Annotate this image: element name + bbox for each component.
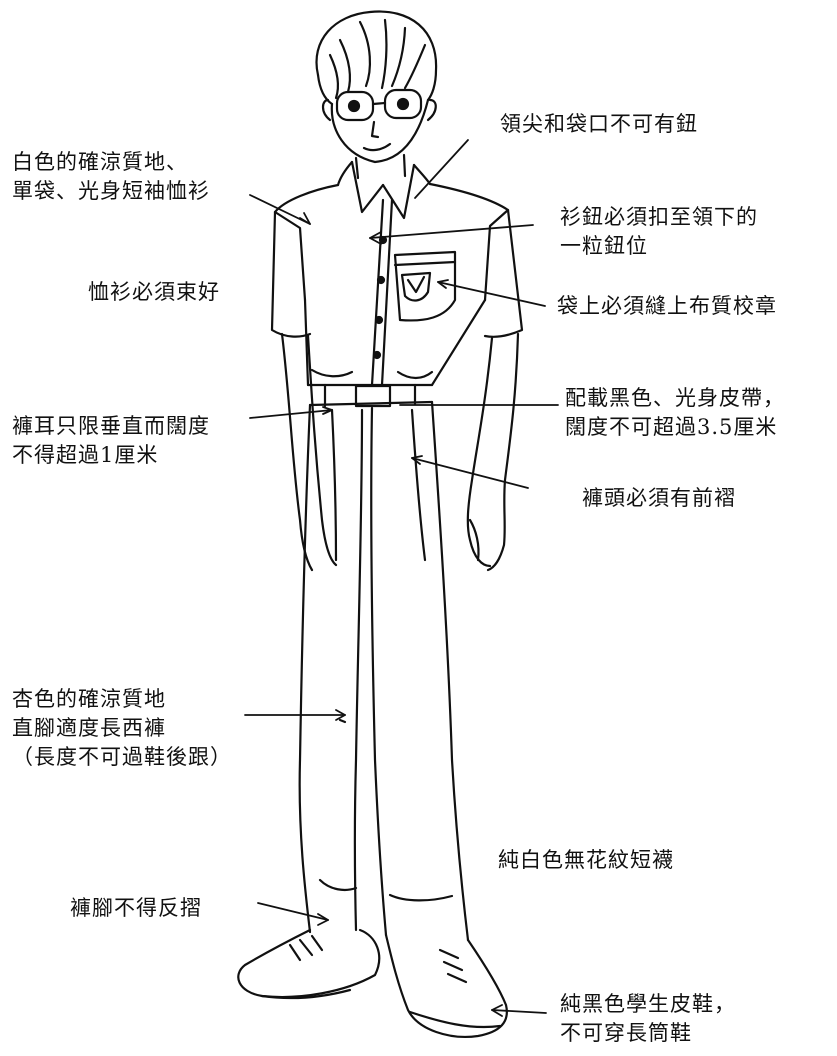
label-tuck-in-line: 恤衫必須束好 bbox=[88, 280, 220, 304]
label-pleats: 褲頭必須有前褶 bbox=[582, 484, 736, 513]
label-button-line-2: 一粒鈕位 bbox=[560, 234, 648, 258]
label-button-line-1: 衫鈕必須扣至領下的 bbox=[560, 205, 758, 229]
label-socks: 純白色無花紋短襪 bbox=[498, 846, 674, 875]
label-shirt-material: 白色的確涼質地、 單袋、光身短袖恤衫 bbox=[12, 148, 210, 206]
label-shirt-material-line-2: 單袋、光身短袖恤衫 bbox=[12, 179, 210, 203]
leader-lines bbox=[244, 139, 559, 1017]
label-belt-loop: 褲耳只限垂直而闊度 不得超過1厘米 bbox=[12, 412, 210, 470]
label-trousers: 杏色的確涼質地 直腳適度長西褲 （長度不可過鞋後跟） bbox=[12, 685, 232, 772]
label-pleats-line: 褲頭必須有前褶 bbox=[582, 486, 736, 510]
label-button: 衫鈕必須扣至領下的 一粒鈕位 bbox=[560, 203, 758, 261]
label-trousers-line-1: 杏色的確涼質地 bbox=[12, 687, 166, 711]
label-belt-line-1: 配載黑色、光身皮帶， bbox=[565, 386, 785, 410]
label-shirt-material-line-1: 白色的確涼質地、 bbox=[12, 150, 188, 174]
hair bbox=[315, 10, 438, 106]
label-shoes: 純黑色學生皮鞋， 不可穿長筒鞋 bbox=[560, 990, 736, 1048]
label-hem: 褲腳不得反摺 bbox=[70, 894, 202, 923]
belt bbox=[306, 383, 434, 408]
label-collar-line: 領尖和袋口不可有鈕 bbox=[500, 112, 698, 136]
label-shoes-line-2: 不可穿長筒鞋 bbox=[560, 1021, 692, 1045]
face bbox=[321, 88, 437, 180]
label-tuck-in: 恤衫必須束好 bbox=[88, 278, 220, 307]
label-badge-line: 袋上必須縫上布質校章 bbox=[557, 294, 777, 318]
label-trousers-line-2: 直腳適度長西褲 bbox=[12, 716, 166, 740]
shoes bbox=[237, 928, 508, 1038]
label-belt-loop-line-1: 褲耳只限垂直而闊度 bbox=[12, 414, 210, 438]
label-shoes-line-1: 純黑色學生皮鞋， bbox=[560, 992, 736, 1016]
label-trousers-line-3: （長度不可過鞋後跟） bbox=[12, 745, 232, 769]
label-belt-line-2: 闊度不可超過3.5厘米 bbox=[565, 415, 778, 439]
label-belt-loop-line-2: 不得超過1厘米 bbox=[12, 443, 159, 467]
label-belt: 配載黑色、光身皮帶， 闊度不可超過3.5厘米 bbox=[565, 384, 785, 442]
label-hem-line: 褲腳不得反摺 bbox=[70, 896, 202, 920]
label-socks-line: 純白色無花紋短襪 bbox=[498, 848, 674, 872]
label-badge: 袋上必須縫上布質校章 bbox=[557, 292, 777, 321]
label-collar: 領尖和袋口不可有鈕 bbox=[500, 110, 698, 139]
trousers bbox=[298, 400, 470, 942]
shirt bbox=[270, 160, 524, 387]
arms bbox=[280, 332, 520, 572]
